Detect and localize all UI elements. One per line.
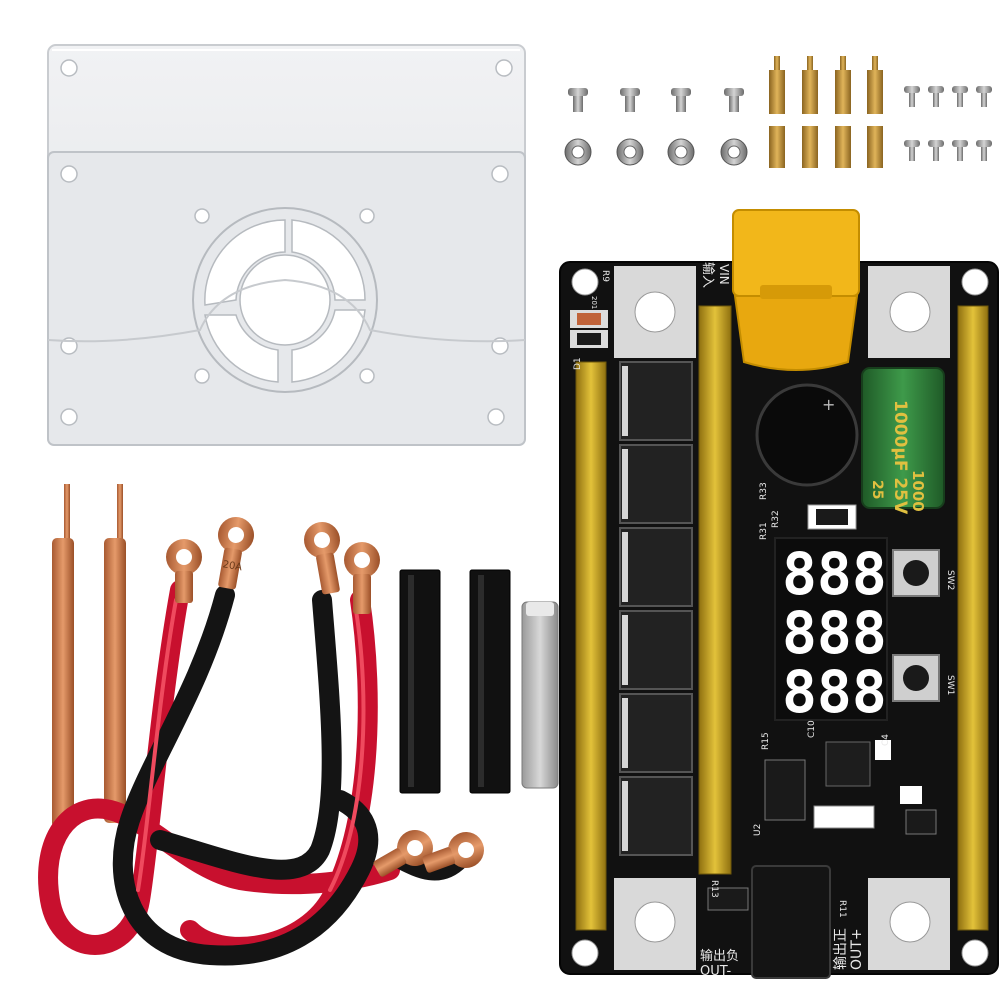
svg-text:R33: R33 <box>759 482 769 500</box>
brass-standoffs <box>769 56 883 168</box>
screws-silver <box>568 88 744 112</box>
lug-label: 20A <box>222 559 243 573</box>
svg-text:1000μF 25V: 1000μF 25V <box>890 400 910 515</box>
mosfet-array <box>619 361 693 856</box>
smd-components <box>570 310 937 911</box>
electrolytic-capacitor: 1000μF 25V 1000 25 <box>861 367 945 515</box>
label-output-pos-en: OUT+ <box>849 928 865 970</box>
ring-terminals: 20A <box>166 517 484 877</box>
xt60-connector <box>732 209 860 371</box>
dc-jack <box>751 865 831 979</box>
svg-text:D1: D1 <box>573 357 583 370</box>
svg-text:R15: R15 <box>761 732 771 750</box>
fan-grille <box>47 207 526 393</box>
svg-text:R11: R11 <box>837 900 847 918</box>
label-output-pos-cn: 输出正 <box>833 928 849 970</box>
seven-segment-display: 888 888 888 <box>774 537 888 726</box>
svg-text:25: 25 <box>869 480 885 499</box>
svg-text:R9: R9 <box>600 270 610 282</box>
acrylic-cover <box>47 44 526 446</box>
svg-text:C4: C4 <box>881 734 891 746</box>
button-sw1[interactable] <box>892 654 940 702</box>
svg-text:201: 201 <box>590 296 598 309</box>
spot-welder-pcb: + 1000μF 25V 1000 25 888 888 888 <box>559 209 999 979</box>
hex-nuts <box>564 138 748 166</box>
label-output-neg-cn: 输出负 <box>700 948 739 964</box>
svg-text:+: + <box>822 395 835 414</box>
label-input-en: VIN <box>717 264 731 285</box>
buzzer <box>755 383 859 487</box>
bus-bar-center <box>698 305 732 875</box>
welding-pen-rods <box>52 484 126 828</box>
bus-bar-right <box>957 305 989 931</box>
hardware-kit <box>564 56 992 168</box>
svg-text:C10: C10 <box>807 720 817 738</box>
svg-text:R13: R13 <box>709 880 719 898</box>
button-sw2[interactable] <box>892 549 940 597</box>
bus-bar-left <box>575 361 607 931</box>
screws-small <box>904 86 992 161</box>
svg-text:R32: R32 <box>771 510 781 528</box>
label-sw2: SW2 <box>945 570 955 590</box>
label-input-cn: 输入 <box>700 262 716 288</box>
display-row-3: 888 <box>782 658 887 726</box>
welding-cables <box>38 580 469 966</box>
svg-text:R31: R31 <box>759 522 769 540</box>
svg-text:U2: U2 <box>753 824 763 836</box>
heat-shrink-tubes <box>399 569 511 794</box>
display-row-2: 888 <box>782 599 887 667</box>
magnet-strip <box>521 601 559 789</box>
label-output-neg-en: OUT- <box>700 964 731 979</box>
display-row-1: 888 <box>782 540 887 608</box>
label-sw1: SW1 <box>945 675 955 695</box>
svg-text:1000: 1000 <box>909 470 927 512</box>
